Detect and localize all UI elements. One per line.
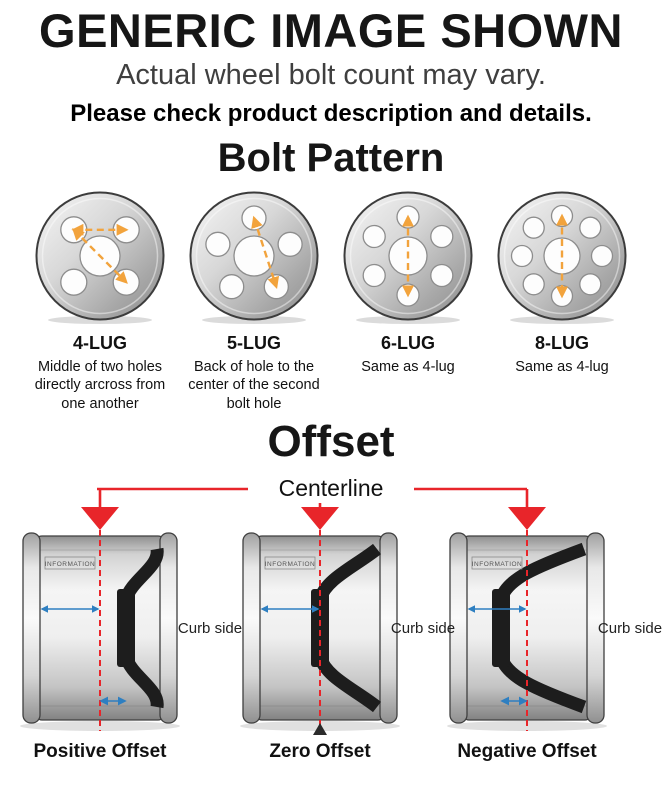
rim-flange-left <box>242 532 261 724</box>
page-note: Please check product description and det… <box>70 99 592 127</box>
wheel-info-graphic: GENERIC IMAGE SHOWN Actual wheel bolt co… <box>0 6 662 806</box>
bolt-pattern-diagram <box>189 191 319 325</box>
bolt-pattern-diagram <box>35 191 165 325</box>
lug-hole <box>60 268 88 297</box>
lug-hole <box>277 231 303 258</box>
rim-marking-box <box>264 556 316 570</box>
bolt-pattern-item-6lug: 6-LUG Same as 4-lug <box>332 187 484 412</box>
bolt-pattern-item-5lug: 5-LUG Back of hole to the center of the s… <box>178 187 330 412</box>
wheel-highlight <box>41 198 159 315</box>
centerline-label-bg <box>248 470 414 503</box>
lug-label: 5-LUG <box>227 333 281 354</box>
lug-label: 6-LUG <box>381 333 435 354</box>
lug-hole <box>362 225 386 249</box>
lug-hole <box>219 274 245 300</box>
bolt-pattern-diagram <box>497 191 627 325</box>
bolt-pattern-diagram <box>343 191 473 325</box>
wheel-highlight <box>349 198 467 315</box>
mounting-face <box>492 588 510 667</box>
lug-description: Middle of two holes directly arcross fro… <box>34 359 166 412</box>
lug-hole <box>510 245 534 268</box>
curb-side-label: Curb side <box>178 620 242 637</box>
rim-flange-right <box>159 532 178 724</box>
wheel-highlight <box>195 198 313 315</box>
rim-flange-right <box>379 532 398 724</box>
curb-side-label: Curb side <box>598 620 662 637</box>
rim-marking: INFORMATION <box>45 561 96 568</box>
lug-hole <box>362 264 386 288</box>
lug-hole <box>579 216 602 240</box>
bolt-pattern-item-4lug: 4-LUG Middle of two holes directly arcros… <box>24 187 176 412</box>
zero-offset-marker <box>313 722 327 735</box>
hub-bore <box>233 235 275 277</box>
offset-wheel-zero: INFORMATION Zero Offset <box>240 529 400 762</box>
lug-hole <box>522 216 545 240</box>
centerline-label: Centerline <box>279 475 384 501</box>
offset-label: Negative Offset <box>457 741 597 762</box>
lug-hole <box>590 245 614 268</box>
lug-hole <box>205 231 231 258</box>
page-subtitle: Actual wheel bolt count may vary. <box>116 59 546 92</box>
offset-label: Zero Offset <box>269 741 371 762</box>
lug-label: 4-LUG <box>73 333 127 354</box>
bolt-pattern-item-8lug: 8-LUG Same as 4-lug <box>486 187 638 412</box>
lug-description: Back of hole to the center of the second… <box>188 359 320 412</box>
offset-label: Positive Offset <box>33 741 167 762</box>
rim-marking: INFORMATION <box>265 561 316 568</box>
offset-wheel-positive: INFORMATION Positive Offset <box>20 529 180 762</box>
lug-hole <box>263 274 289 300</box>
lug-label: 8-LUG <box>535 333 589 354</box>
rim-marking-box <box>471 556 523 570</box>
bolt-pattern-row: 4-LUG Middle of two holes directly arcros… <box>0 187 662 412</box>
measure-guide-line <box>72 228 128 285</box>
rim-flange-left <box>22 532 41 724</box>
lug-hole <box>579 273 602 296</box>
offset-title: Offset <box>267 416 395 466</box>
centerline-arrow <box>301 506 339 530</box>
lug-hole <box>522 273 545 296</box>
rim-marking-box <box>44 556 96 570</box>
centerline-arrow <box>81 506 119 530</box>
page-title: GENERIC IMAGE SHOWN <box>39 4 623 57</box>
lug-hole <box>430 225 454 249</box>
mounting-face <box>117 588 135 667</box>
curb-side-label: Curb side <box>391 620 455 637</box>
offset-wheel-negative: INFORMATION Negative Offset <box>447 529 607 762</box>
lug-description: Same as 4-lug <box>515 359 609 376</box>
measure-guide-line <box>251 215 280 290</box>
rim-marking: INFORMATION <box>472 561 523 568</box>
centerline-arrow <box>508 506 546 530</box>
lug-hole <box>430 264 454 288</box>
rim-flange-right <box>586 532 605 724</box>
bolt-pattern-title: Bolt Pattern <box>217 136 445 181</box>
rim-flange-left <box>449 532 468 724</box>
wheel-highlight <box>503 198 621 315</box>
lug-description: Same as 4-lug <box>361 359 455 376</box>
